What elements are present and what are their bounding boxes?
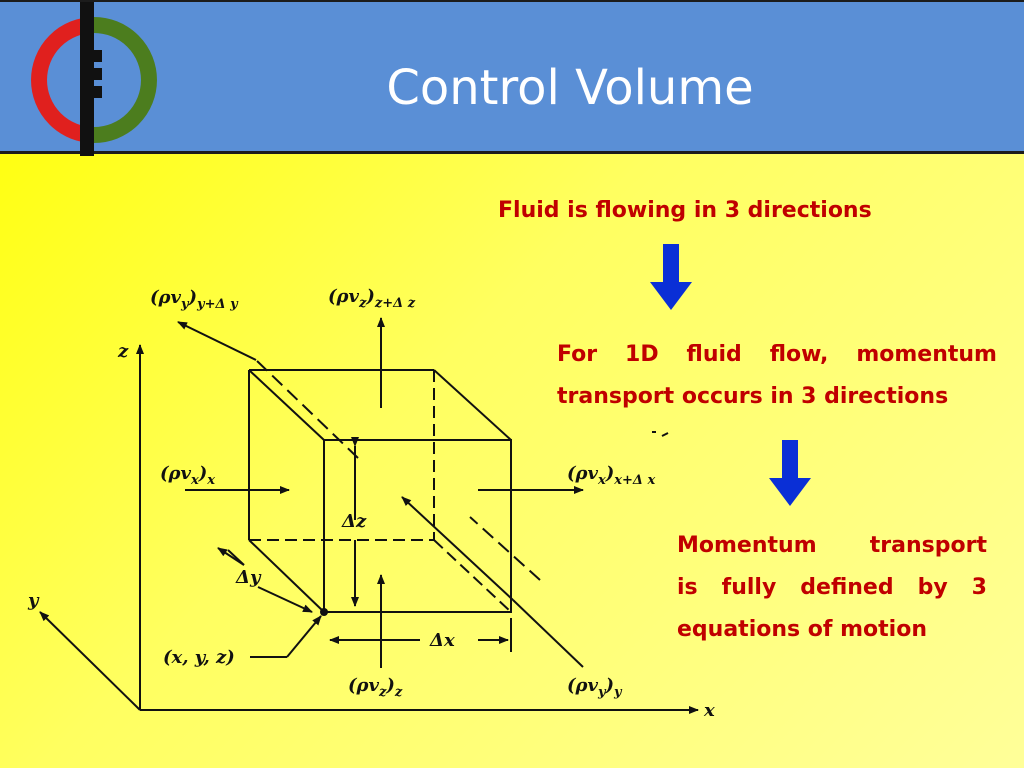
down-arrow-icon: [650, 244, 692, 310]
point-label: (x, y, z): [163, 647, 235, 668]
flux-y-top-label: (ρvy)y+Δ y: [150, 287, 239, 312]
delta-y-label: Δy: [235, 567, 262, 588]
page-title: Control Volume: [386, 60, 754, 116]
flux-x-left-label: (ρvx)x: [160, 463, 215, 488]
statement-eom-line2: is fully defined by 3: [677, 575, 987, 600]
delta-z-label: Δz: [341, 511, 367, 532]
statement-1d-flow-line1: For 1D fluid flow, momentum: [557, 342, 997, 367]
flux-x-right-label: (ρvx)x+Δ x: [567, 463, 656, 488]
z-axis-label: z: [117, 341, 129, 362]
flux-z-bottom-label: (ρvz)z: [348, 675, 403, 700]
statement-eom-line3: equations of motion: [677, 617, 927, 642]
statement-equations-of-motion: Momentum transport is fully defined by 3…: [677, 525, 987, 651]
y-axis-line: [39, 611, 141, 711]
title-bar: Control Volume: [0, 0, 1024, 156]
statement-1d-flow-line2: transport occurs in 3 directions: [557, 384, 949, 409]
statement-flow-directions: Fluid is flowing in 3 directions: [498, 198, 872, 223]
down-arrow-icon: [769, 440, 811, 506]
statement-eom-line1: Momentum transport: [677, 533, 987, 558]
flux-z-top-label: (ρvz)z+Δ z: [328, 286, 416, 311]
flux-y-bottom-label: (ρvy)y: [567, 675, 623, 700]
origin-point: [320, 608, 328, 616]
statement-1d-flow: For 1D fluid flow, momentum transport oc…: [557, 334, 997, 418]
logo-icon: [31, 2, 157, 156]
y-axis-label: y: [27, 590, 40, 611]
delta-x-label: Δx: [429, 630, 455, 651]
x-axis-label: x: [703, 700, 715, 721]
